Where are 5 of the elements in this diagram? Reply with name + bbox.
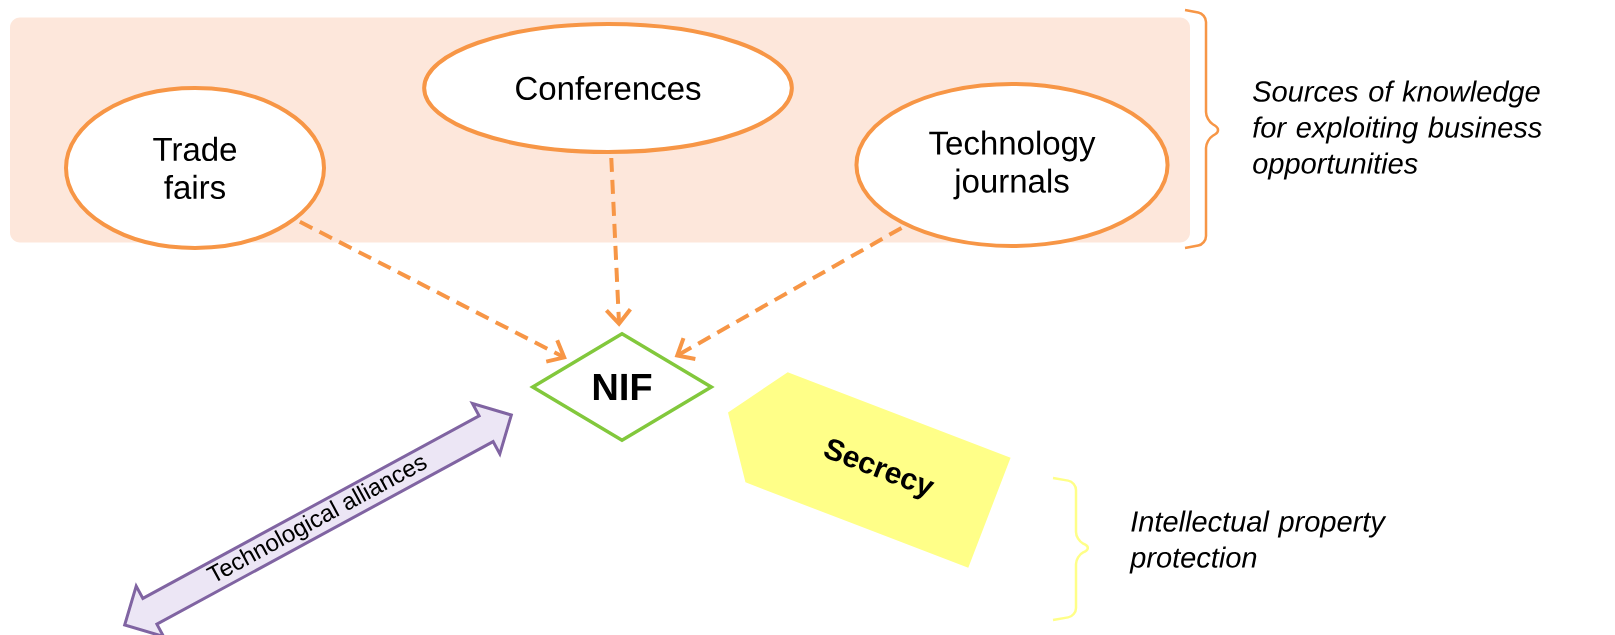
bracket-label: Sources of knowledge for exploiting business opportunities [1253,80,1542,180]
dashed-arrow [604,157,632,327]
bracket-label: Intellectual property protection [1129,510,1387,574]
dashed-arrow [674,226,903,361]
dashed-arrow [298,220,567,364]
